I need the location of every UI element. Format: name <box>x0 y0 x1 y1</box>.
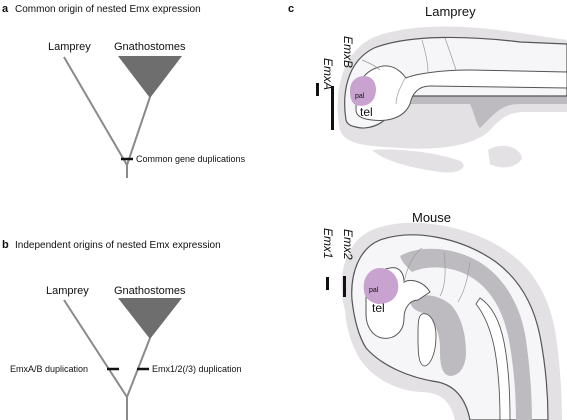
mouse-boundary-lines <box>403 247 471 303</box>
mouse-pal-label: pal <box>369 287 379 294</box>
lamprey-ventral-tissue <box>372 149 464 173</box>
lamprey-gene-outer-bar <box>331 86 334 130</box>
mouse-brain-section: Mouse pal tel Emx2 Emx1 <box>321 210 562 420</box>
panel-b: b Independent origins of nested Emx expr… <box>2 239 242 420</box>
lamprey-gene-inner-bar <box>316 83 319 96</box>
mouse-gene-inner-label: Emx1 <box>321 228 335 259</box>
panel-a-letter: a <box>2 3 9 15</box>
lamprey-tel-label: tel <box>360 105 373 119</box>
lamprey-title: Lamprey <box>425 4 476 19</box>
mouse-ventricle-3 <box>475 297 511 420</box>
panel-b-gnathostomes-clade <box>118 298 182 339</box>
lamprey-gene-inner-label: EmxA <box>321 58 335 90</box>
panel-a-gnathostomes-label: Gnathostomes <box>114 41 186 53</box>
mouse-title: Mouse <box>412 210 451 225</box>
lamprey-pal-label: pal <box>355 93 365 100</box>
mouse-dark-layer <box>400 248 532 420</box>
panel-b-gnathostomes-label: Gnathostomes <box>114 285 186 297</box>
mouse-gene-outer-bar <box>343 276 346 297</box>
panel-a-title: Common origin of nested Emx expression <box>15 4 201 15</box>
panel-c-letter: c <box>288 3 294 15</box>
mouse-pallium <box>363 268 399 304</box>
lamprey-brain-section: Lamprey pal tel EmxB EmxA <box>316 4 567 173</box>
panel-b-letter: b <box>2 239 9 251</box>
panel-a-tree <box>63 56 151 178</box>
panel-b-event-left-label: EmxA/B duplication <box>10 364 88 374</box>
lamprey-gene-outer-label: EmxB <box>341 36 355 68</box>
panel-b-lamprey-label: Lamprey <box>46 285 89 297</box>
panel-b-event-right-label: Emx1/2(/3) duplication <box>152 364 242 374</box>
mouse-diencephalon-layer <box>410 295 466 376</box>
mouse-tel-label: tel <box>372 301 385 315</box>
lamprey-boundary-lines <box>361 37 457 105</box>
lamprey-ventral-band <box>398 96 567 128</box>
lamprey-ventricle <box>355 65 567 121</box>
panel-a-lamprey-label: Lamprey <box>48 41 91 53</box>
panel-a: a Common origin of nested Emx expression… <box>2 3 246 178</box>
panel-a-gnathostomes-clade <box>118 56 182 98</box>
lamprey-pallium <box>350 76 376 106</box>
panel-b-tree <box>63 299 151 420</box>
panel-b-title: Independent origins of nested Emx expres… <box>15 240 221 251</box>
mouse-gene-outer-label: Emx2 <box>341 229 355 260</box>
mouse-gene-inner-bar <box>326 277 329 290</box>
panel-a-event-label: Common gene duplications <box>136 154 246 164</box>
lamprey-ventral-tissue-2 <box>488 145 522 168</box>
mouse-ventricle-2 <box>417 313 437 367</box>
